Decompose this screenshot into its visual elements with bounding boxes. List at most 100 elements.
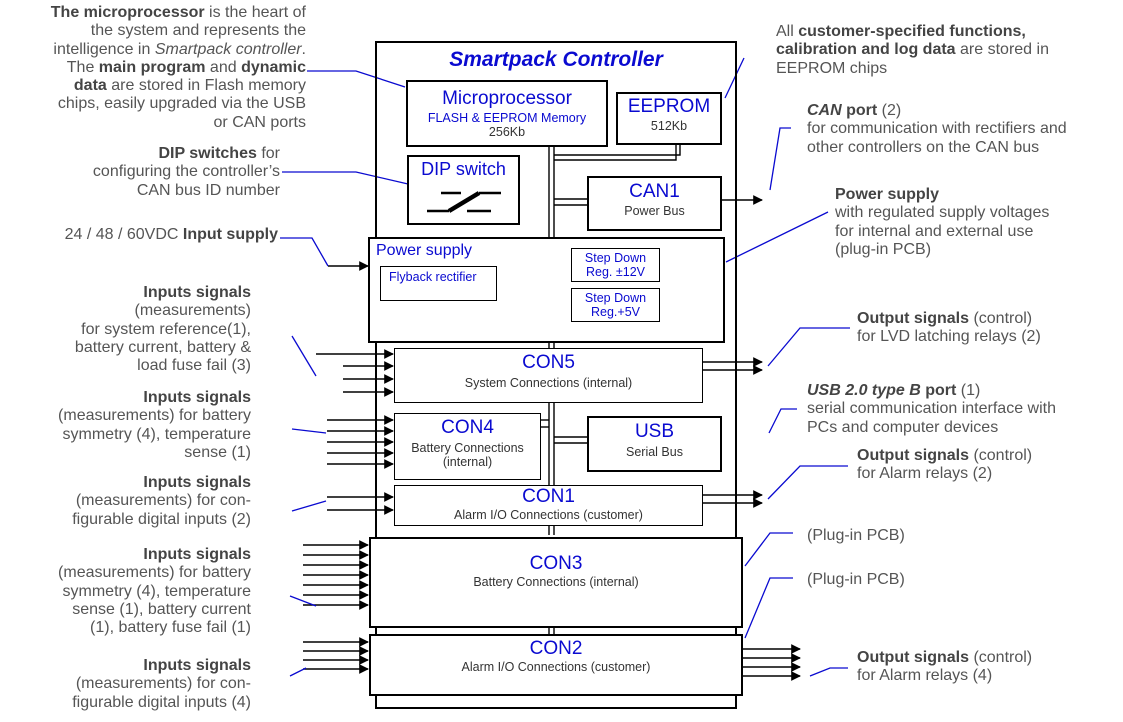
note-plug2-t: (Plug-in PCB)	[807, 571, 905, 588]
note-micro-l6: chips, easily upgraded via the USB	[57, 95, 306, 113]
con1-block: CON1 Alarm I/O Connections (customer)	[394, 485, 703, 526]
note-plugin-pcb-1: (Plug-in PCB)	[807, 527, 905, 545]
note-in2-l4: sense (1)	[184, 443, 251, 461]
note-out-alarm1-l2: for Alarm relays (2)	[857, 465, 993, 483]
note-in2-l2: (measurements) for battery	[58, 407, 251, 425]
note-micro-b1: The microprocessor	[50, 4, 205, 21]
step-down-5v-line1: Step Down	[584, 291, 647, 305]
note-power-l3: for internal and external use	[835, 222, 1034, 240]
con1-subtitle: Alarm I/O Connections (customer)	[454, 508, 643, 522]
con4-subtitle-2: (internal)	[442, 455, 493, 469]
controller-frame: Smartpack Controller	[375, 41, 737, 709]
note-micro-l5a: data	[73, 77, 107, 95]
note-micro-l3a: intelligence in	[53, 40, 155, 58]
note-eeprom-l3: EEPROM chips	[776, 59, 888, 77]
microprocessor-memory: FLASH & EEPROM Memory	[427, 111, 587, 125]
note-out-lvd-t: (control)	[969, 310, 1033, 327]
note-in3-l2: (measurements) for con-	[75, 492, 251, 510]
note-eeprom-l1a: All	[776, 23, 799, 40]
note-in4-l4: sense (1), battery current	[72, 600, 251, 618]
usb-block: USB Serial Bus	[587, 416, 722, 472]
note-supply-b: Input supply	[182, 226, 278, 243]
con4-block: CON4 Battery Connections (internal)	[394, 413, 541, 480]
microprocessor-size: 256Kb	[488, 125, 526, 139]
note-in2-l3: symmetry (4), temperature	[62, 425, 251, 443]
note-in5-l3: figurable digital inputs (4)	[72, 693, 251, 711]
con1-title: CON1	[522, 486, 575, 507]
con3-input-arrows	[303, 540, 369, 610]
flyback-rectifier-label: Flyback rectifier	[389, 270, 477, 284]
note-in1-b: Inputs signals	[143, 284, 251, 301]
note-can-b: port	[841, 102, 878, 119]
con1-output-arrows	[703, 490, 763, 508]
note-supply-t: 24 / 48 / 60VDC	[64, 226, 183, 243]
eeprom-title: EEPROM	[627, 96, 711, 117]
note-inputs-con1: Inputs signals (measurements) for con- f…	[72, 474, 251, 529]
con5-output-arrows	[703, 357, 763, 375]
note-out-alarm1-b: Output signals	[857, 447, 969, 464]
con3-subtitle: Battery Connections (internal)	[473, 575, 639, 589]
note-out-lvd-b: Output signals	[857, 310, 969, 327]
con1-input-arrows	[327, 492, 394, 515]
can1-subtitle: Power Bus	[624, 204, 685, 218]
note-in1-l2: (measurements)	[134, 302, 251, 320]
step-down-5v-line2: Reg.+5V	[591, 305, 640, 319]
con5-block: CON5 System Connections (internal)	[394, 348, 703, 403]
dip-switch-block: DIP switch	[407, 155, 520, 225]
note-power-l2: with regulated supply voltages	[835, 204, 1050, 222]
con2-block: CON2 Alarm I/O Connections (customer)	[369, 634, 743, 696]
note-micro-l2: the system and represents the	[90, 22, 306, 40]
step-down-12v-line1: Step Down	[584, 251, 647, 265]
note-micro-l4b: main program	[98, 58, 206, 76]
note-inputs-con4: Inputs signals (measurements) for batter…	[58, 389, 251, 462]
note-in1-l5: load fuse fail (3)	[137, 357, 251, 375]
usb-subtitle: Serial Bus	[626, 445, 683, 459]
eeprom-block: EEPROM 512Kb	[616, 92, 722, 145]
step-down-12v-block: Step Down Reg. ±12V	[571, 248, 660, 282]
note-power-l4: (plug-in PCB)	[835, 240, 932, 258]
note-dip-t: for	[256, 145, 280, 162]
note-output-alarm-2: Output signals (control) for Alarm relay…	[857, 447, 1032, 484]
note-eeprom: All customer-specified functions, calibr…	[776, 23, 1049, 78]
note-plugin-pcb-2: (Plug-in PCB)	[807, 571, 905, 589]
note-usb-l3: PCs and computer devices	[807, 418, 999, 436]
note-in3-b: Inputs signals	[143, 474, 251, 491]
note-plug1-t: (Plug-in PCB)	[807, 527, 905, 544]
note-micro-l3b: .	[301, 40, 306, 58]
note-inputs-con2: Inputs signals (measurements) for con- f…	[72, 657, 251, 712]
note-out-lvd-l2: for LVD latching relays (2)	[857, 328, 1041, 346]
con5-input-arrows	[316, 349, 394, 397]
con2-title: CON2	[529, 638, 583, 659]
note-usb-port: USB 2.0 type B port (1) serial communica…	[807, 382, 1056, 437]
con4-input-arrows	[327, 415, 394, 469]
note-micro-l4d: dynamic	[241, 58, 306, 76]
note-out-alarm2-b: Output signals	[857, 649, 969, 666]
con2-subtitle: Alarm I/O Connections (customer)	[461, 660, 651, 674]
controller-title: Smartpack Controller	[449, 48, 663, 71]
can1-title: CAN1	[629, 181, 680, 202]
con2-output-arrows	[741, 644, 801, 681]
note-in1-l3: for system reference(1),	[81, 320, 251, 338]
note-can-l3: other controllers on the CAN bus	[807, 138, 1040, 156]
note-in3-l3: figurable digital inputs (2)	[72, 510, 251, 528]
flyback-rectifier-block: Flyback rectifier	[380, 266, 497, 301]
con5-title: CON5	[522, 352, 575, 373]
note-in2-b: Inputs signals	[143, 389, 251, 406]
note-input-supply: 24 / 48 / 60VDC Input supply	[65, 226, 278, 244]
note-eeprom-l2b: are stored in	[955, 41, 1049, 59]
note-in4-l5: (1), battery fuse fail (1)	[90, 619, 251, 637]
note-micro-l7: or CAN ports	[213, 113, 306, 131]
con2-input-arrows	[303, 637, 369, 674]
note-eeprom-l1b: customer-specified functions,	[798, 23, 1026, 40]
note-in5-l2: (measurements) for con-	[75, 675, 251, 693]
usb-title: USB	[634, 421, 675, 442]
note-usb-t: (1)	[956, 382, 981, 399]
note-micro-l4a: The	[66, 58, 99, 76]
note-in5-b: Inputs signals	[143, 657, 251, 674]
leader-lines	[280, 57, 850, 677]
note-output-lvd: Output signals (control) for LVD latchin…	[857, 310, 1041, 347]
note-can-i: CAN	[807, 102, 842, 119]
note-micro-l5b: are stored in Flash memory	[106, 77, 306, 95]
note-dip-l3: CAN bus ID number	[136, 181, 280, 199]
note-usb-bi: USB 2.0 type B	[807, 382, 921, 399]
